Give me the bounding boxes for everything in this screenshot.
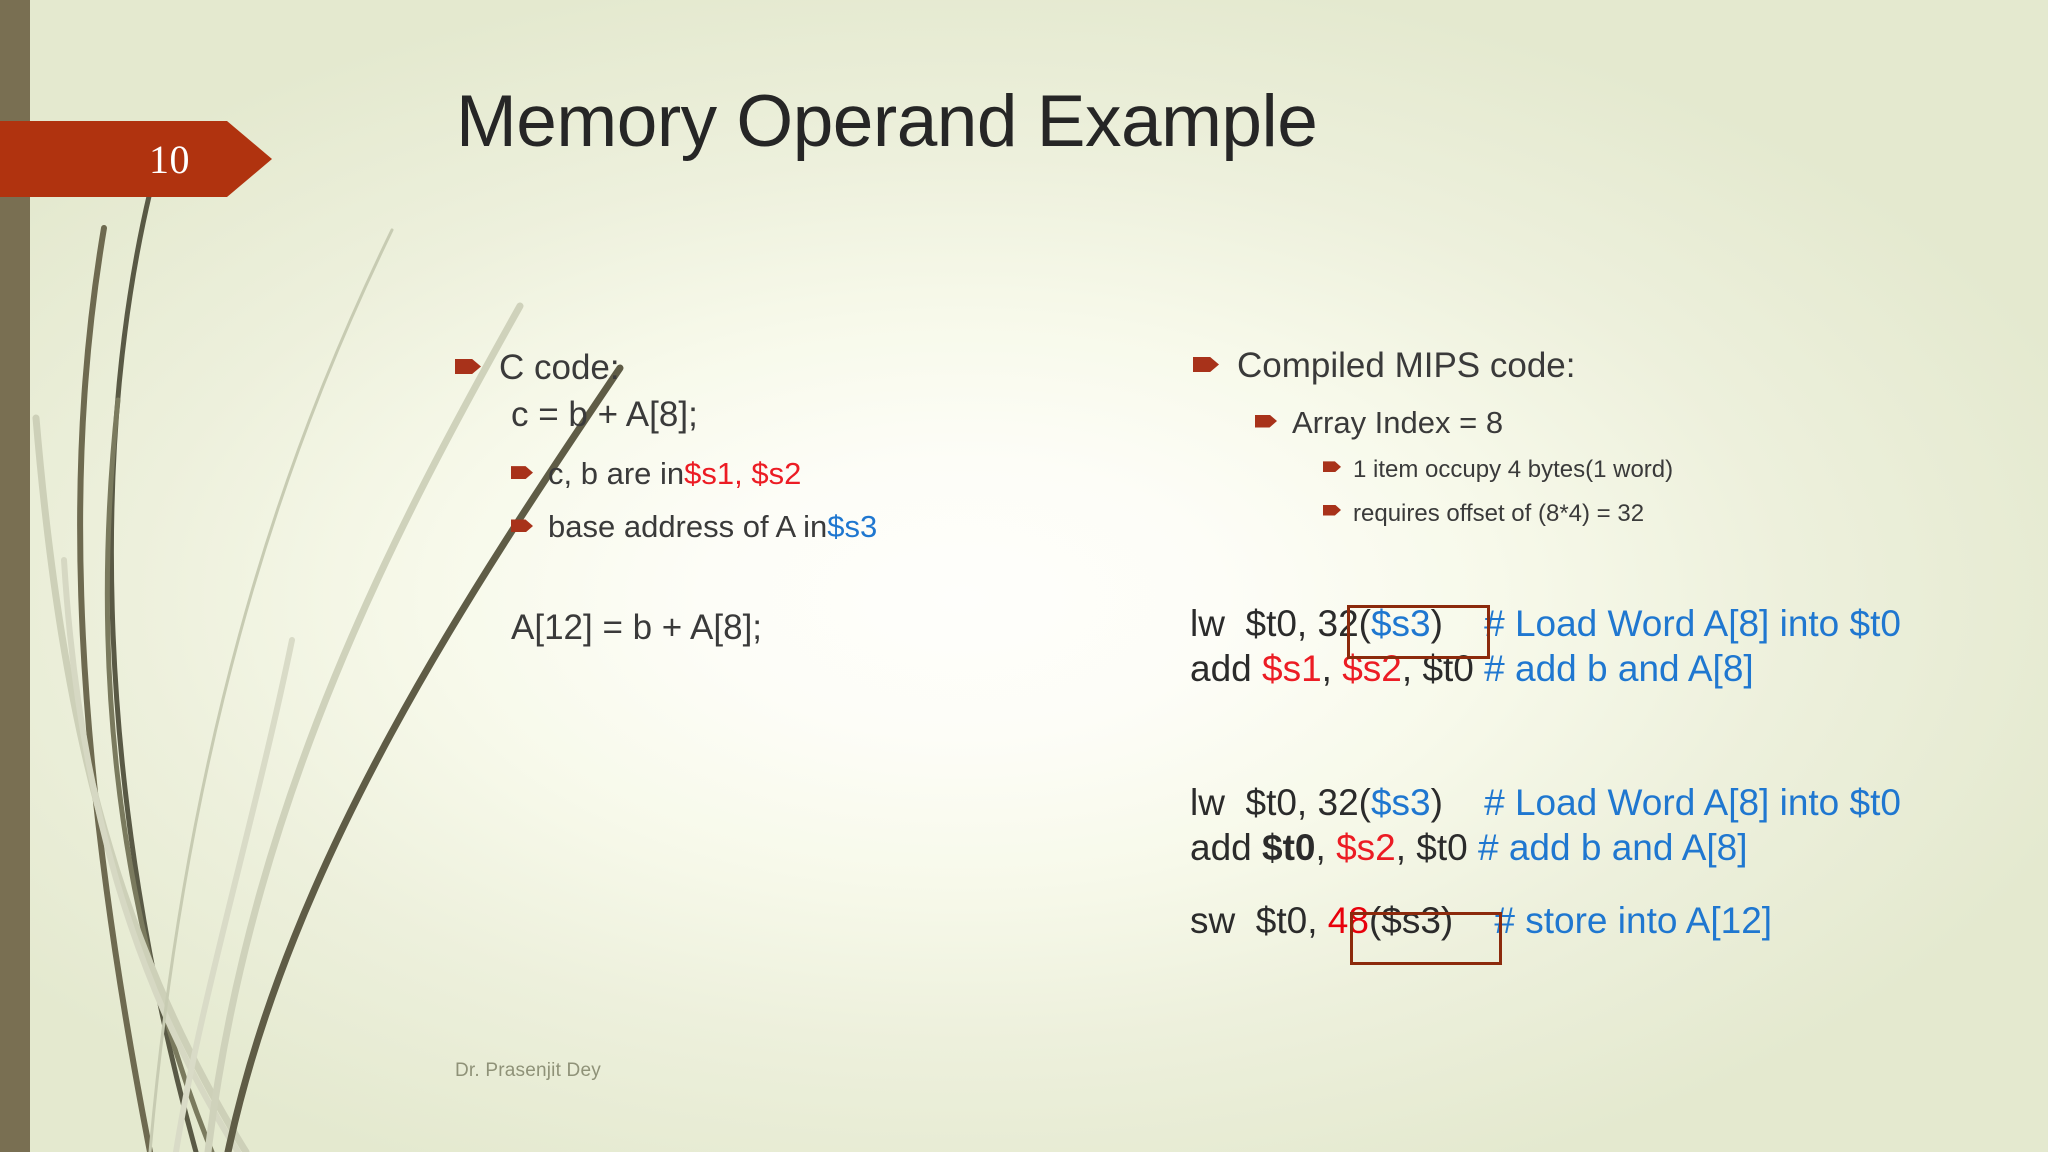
highlight-box-offset-32 [1347,605,1490,659]
code-line-sw: sw $t0, 48($s3) # store into A[12] [1190,900,1773,941]
register-t0: $t0 [1422,648,1485,690]
register-s1: $s1 [1262,648,1322,690]
left-sub-bullet-2: base address of A in $s3 [511,505,1095,548]
right-heading-row: Compiled MIPS code: [1193,343,1993,390]
code-comment-2: # add b and A[8] [1484,648,1754,690]
mips-code-block-2: lw $t0, 32($s3) # Load Word A[8] into $t… [1190,780,1901,870]
mips-code-block-3: sw $t0, 48($s3) # store into A[12] [1190,898,1772,943]
right-sub-item-2-label: requires offset of (8*4) = 32 [1353,499,1645,527]
left-heading-label: C code: [499,348,620,387]
register-t0-dest: $t0 [1262,827,1316,869]
left-sub-bullet-2-register: $s3 [827,509,878,545]
bullet-arrow-icon [1323,504,1341,516]
right-sub-item-2: requires offset of (8*4) = 32 [1323,497,1993,530]
bullet-arrow-icon [511,519,533,533]
slide-number: 10 [149,136,190,182]
right-sub-heading-label: Array Index = 8 [1292,404,1504,440]
code-comment-1: # Load Word A[8] into $t0 [1484,603,1901,644]
left-heading-row: C code: [455,345,1095,392]
page-title: Memory Operand Example [456,81,1318,162]
code-comment-4: # add b and A[8] [1478,827,1748,869]
right-sub-item-1-label: 1 item occupy 4 bytes(1 word) [1353,456,1674,484]
offset-value-48: 48 [1327,900,1369,941]
code-comment-3: # Load Word A[8] into $t0 [1484,782,1901,823]
base-register-s3: $s3 [1370,603,1431,644]
base-register-s3b: $s3 [1370,782,1431,823]
code-line-add-1: add $s1, $s2, $t0 # add b and A[8] [1190,648,1754,690]
register-t0b: $t0 [1416,827,1478,869]
offset-value-32b: 32 [1317,782,1359,823]
bullet-arrow-icon [1255,414,1277,428]
left-final-code-line: A[12] = b + A[8]; [511,607,763,647]
right-sub-heading-row: Array Index = 8 [1255,402,1993,444]
code-line-lw-1: lw $t0, 32($s3) # Load Word A[8] into $t… [1190,603,1901,644]
slide-number-banner: 10 [0,121,272,197]
code-line-add-2: add $t0, $s2, $t0 # add b and A[8] [1190,827,1748,869]
left-sub-bullet-1: c, b are in $s1, $s2 [511,452,1095,495]
right-content-column: Compiled MIPS code: Array Index = 8 1 it… [1193,343,1993,530]
bullet-arrow-icon [1323,461,1341,473]
base-register-s3c: $s3 [1381,900,1441,941]
code-line-lw-2: lw $t0, 32($s3) # Load Word A[8] into $t… [1190,782,1901,823]
offset-value-32: 32 [1317,603,1359,644]
left-c-code-line: c = b + A[8]; [511,394,698,434]
register-s2: $s2 [1342,648,1402,690]
left-sub-bullet-2-text: base address of A in [548,509,828,545]
bullet-arrow-icon [1193,357,1219,372]
spacer [455,549,1095,605]
highlight-box-offset-48 [1350,912,1502,965]
bullet-arrow-icon [511,466,533,480]
left-sub-bullet-1-registers: $s1, $s2 [684,456,802,492]
footer-author: Dr. Prasenjit Dey [455,1060,601,1081]
register-s2b: $s2 [1336,827,1396,869]
bullet-arrow-icon [455,359,481,374]
left-content-column: C code: c = b + A[8]; c, b are in $s1, $… [455,345,1095,651]
left-sub-bullet-1-text: c, b are in [548,456,685,492]
mips-code-block-1: lw $t0, 32($s3) # Load Word A[8] into $t… [1190,601,1901,691]
right-sub-item-1: 1 item occupy 4 bytes(1 word) [1323,453,1993,486]
code-comment-5: # store into A[12] [1494,900,1773,941]
right-heading-label: Compiled MIPS code: [1237,346,1576,385]
